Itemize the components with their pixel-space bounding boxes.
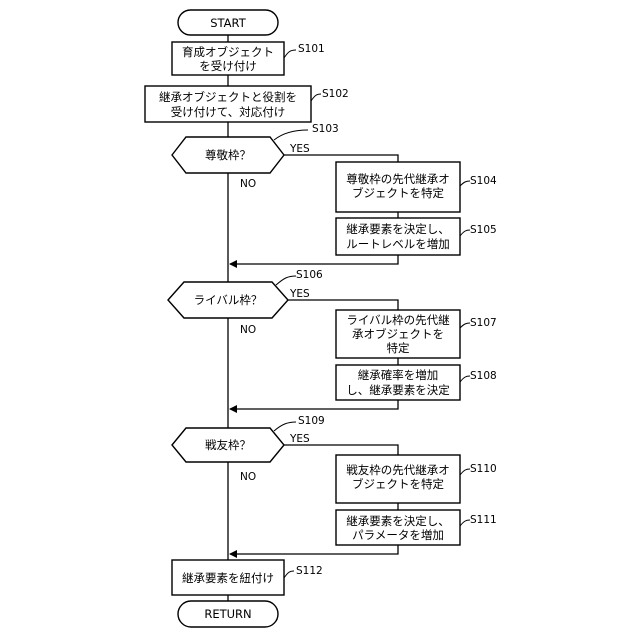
- decision-s109-no: NO: [240, 471, 256, 483]
- decision-s103-yes: YES: [289, 143, 310, 155]
- step-s107-label: S107: [470, 317, 497, 329]
- step-s110-text-1: 戦友枠の先代継承オ: [346, 463, 450, 477]
- step-s105-text-2: ルートレベルを増加: [346, 237, 450, 251]
- step-s112-label: S112: [296, 565, 323, 577]
- step-s104-leader: [460, 181, 470, 186]
- step-s101-text-2: を受け付け: [199, 59, 257, 73]
- step-s107-leader: [460, 323, 470, 328]
- step-s110-text-2: ブジェクトを特定: [352, 477, 444, 491]
- step-s101-text-1: 育成オブジェクト: [182, 45, 274, 59]
- decision-s109-leader: [274, 422, 296, 431]
- decision-s109-label: S109: [298, 415, 325, 427]
- connector-s103-yes: [276, 155, 398, 162]
- connector-s108-merge: [230, 400, 398, 409]
- step-s107-text-1: ライバル枠の先代継: [346, 313, 450, 327]
- step-s104-text-1: 尊敬枠の先代継承オ: [346, 172, 450, 186]
- step-s111-text-1: 継承要素を決定し、: [346, 514, 450, 528]
- step-s108-text-2: し、継承要素を決定: [346, 383, 450, 397]
- step-s105-text-1: 継承要素を決定し、: [346, 222, 450, 236]
- step-s108-leader: [460, 376, 470, 382]
- connector-s111-merge: [230, 545, 398, 554]
- step-s101-leader: [284, 50, 296, 58]
- step-s104-text-2: ブジェクトを特定: [352, 186, 444, 200]
- decision-s106-label: S106: [296, 269, 323, 281]
- step-s105-label: S105: [470, 224, 497, 236]
- step-s110-leader: [460, 469, 470, 475]
- step-s105-leader: [460, 230, 470, 236]
- decision-s106-no: NO: [240, 324, 256, 336]
- decision-s106-yes: YES: [289, 288, 310, 300]
- step-s111-leader: [460, 520, 470, 526]
- step-s107-text-3: 特定: [387, 341, 410, 355]
- step-s108-text-1: 継承確率を増加: [358, 368, 439, 382]
- decision-s109-text: 戦友枠？: [205, 438, 251, 452]
- decision-s103-leader: [274, 130, 308, 140]
- decision-s106-text: ライバル枠？: [194, 293, 263, 307]
- step-s107-text-2: 承オブジェクトを: [352, 327, 444, 341]
- return-label: RETURN: [204, 607, 251, 621]
- step-s101-label: S101: [298, 43, 325, 55]
- step-s111-label: S111: [470, 514, 497, 526]
- step-s102-text-1: 継承オブジェクトと役割を: [159, 90, 297, 104]
- step-s102-text-2: 受け付けて、対応付け: [171, 105, 285, 119]
- decision-s103-label: S103: [312, 123, 339, 135]
- decision-s109-yes: YES: [289, 433, 310, 445]
- step-s102-label: S102: [322, 88, 349, 100]
- step-s112-leader: [284, 571, 294, 578]
- connector-s105-merge: [230, 255, 398, 264]
- decision-s103-no: NO: [240, 178, 256, 190]
- decision-s106-leader: [276, 276, 296, 285]
- connector-s109-yes: [276, 445, 398, 455]
- step-s104-label: S104: [470, 175, 497, 187]
- start-label: START: [210, 16, 246, 30]
- decision-s103-text: 尊敬枠？: [205, 148, 251, 162]
- step-s112-text: 継承要素を紐付け: [182, 571, 274, 585]
- step-s108-label: S108: [470, 370, 497, 382]
- connector-s106-yes: [288, 300, 398, 310]
- step-s111-text-2: パラメータを増加: [352, 528, 444, 542]
- step-s102-leader: [311, 94, 321, 101]
- step-s110-label: S110: [470, 463, 497, 475]
